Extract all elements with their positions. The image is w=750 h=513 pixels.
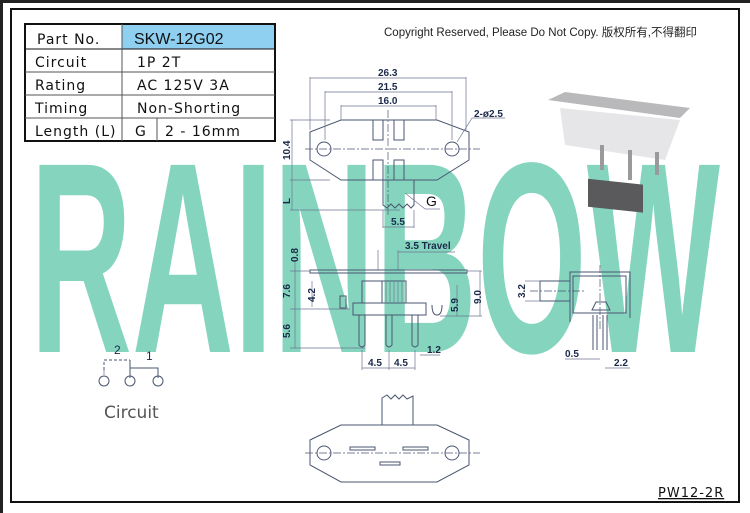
product-photo xyxy=(548,92,690,213)
dim-4-2: 4.2 xyxy=(307,288,318,302)
circuit-value: 1P 2T xyxy=(137,55,181,71)
drawing-number: PW12-2R xyxy=(658,486,724,501)
dim-21-5: 21.5 xyxy=(378,82,398,93)
spec-table: Part No. SKW-12G02 Circuit 1P 2T Rating … xyxy=(24,23,276,142)
side-view-drawing: 3.5 Travel 0.8 7.6 4.2 5.6 5.9 9.0 4.5 4… xyxy=(282,241,484,370)
rating-label: Rating xyxy=(35,78,86,94)
bottom-view-drawing xyxy=(305,394,480,483)
circuit-diagram: 2 1 Circuit xyxy=(98,343,164,423)
top-view-drawing: 26.3 21.5 16.0 2-ø2.5 10.4 L G 5.5 xyxy=(282,68,505,228)
dim-2-2: 2.2 xyxy=(614,358,628,369)
dim-9-0: 9.0 xyxy=(473,290,484,304)
circuit-label: Circuit xyxy=(104,403,159,423)
dim-0-5: 0.5 xyxy=(565,349,579,360)
length-value: 2 - 16mm xyxy=(165,124,241,140)
dim-26-3: 26.3 xyxy=(378,68,398,79)
dim-0-8: 0.8 xyxy=(290,248,301,262)
dim-7-6: 7.6 xyxy=(282,284,293,298)
dim-10-4: 10.4 xyxy=(282,140,293,160)
dim-travel: 3.5 Travel xyxy=(405,241,451,252)
dim-5-6: 5.6 xyxy=(282,324,293,338)
circuit-label: Circuit xyxy=(35,55,87,71)
pole-2-label: 2 xyxy=(114,343,121,357)
copyright-notice: Copyright Reserved, Please Do Not Copy. … xyxy=(384,25,697,39)
timing-value: Non-Shorting xyxy=(137,101,241,117)
dim-pitch-2: 4.5 xyxy=(394,358,408,369)
dim-16-0: 16.0 xyxy=(378,96,398,107)
pole-1-label: 1 xyxy=(146,349,153,363)
watermark: RAINBOW xyxy=(30,106,721,410)
part-no-value: SKW-12G02 xyxy=(134,31,224,48)
dim-5-9: 5.9 xyxy=(450,298,461,312)
end-view-drawing: 3.2 0.5 2.2 xyxy=(517,265,631,369)
dim-1-2: 1.2 xyxy=(427,345,441,356)
dim-5-5: 5.5 xyxy=(391,217,405,228)
length-label: Length (L) xyxy=(35,124,116,140)
timing-label: Timing xyxy=(34,101,88,117)
length-code: G xyxy=(135,124,147,140)
dim-3-2: 3.2 xyxy=(517,284,528,298)
dim-G: G xyxy=(426,193,437,209)
drawing-frame xyxy=(10,8,740,503)
part-no-label: Part No. xyxy=(37,32,100,48)
dim-pitch-1: 4.5 xyxy=(368,358,382,369)
rating-value: AC 125V 3A xyxy=(137,78,230,94)
dim-holes: 2-ø2.5 xyxy=(474,109,503,120)
dim-L: L xyxy=(282,198,293,204)
